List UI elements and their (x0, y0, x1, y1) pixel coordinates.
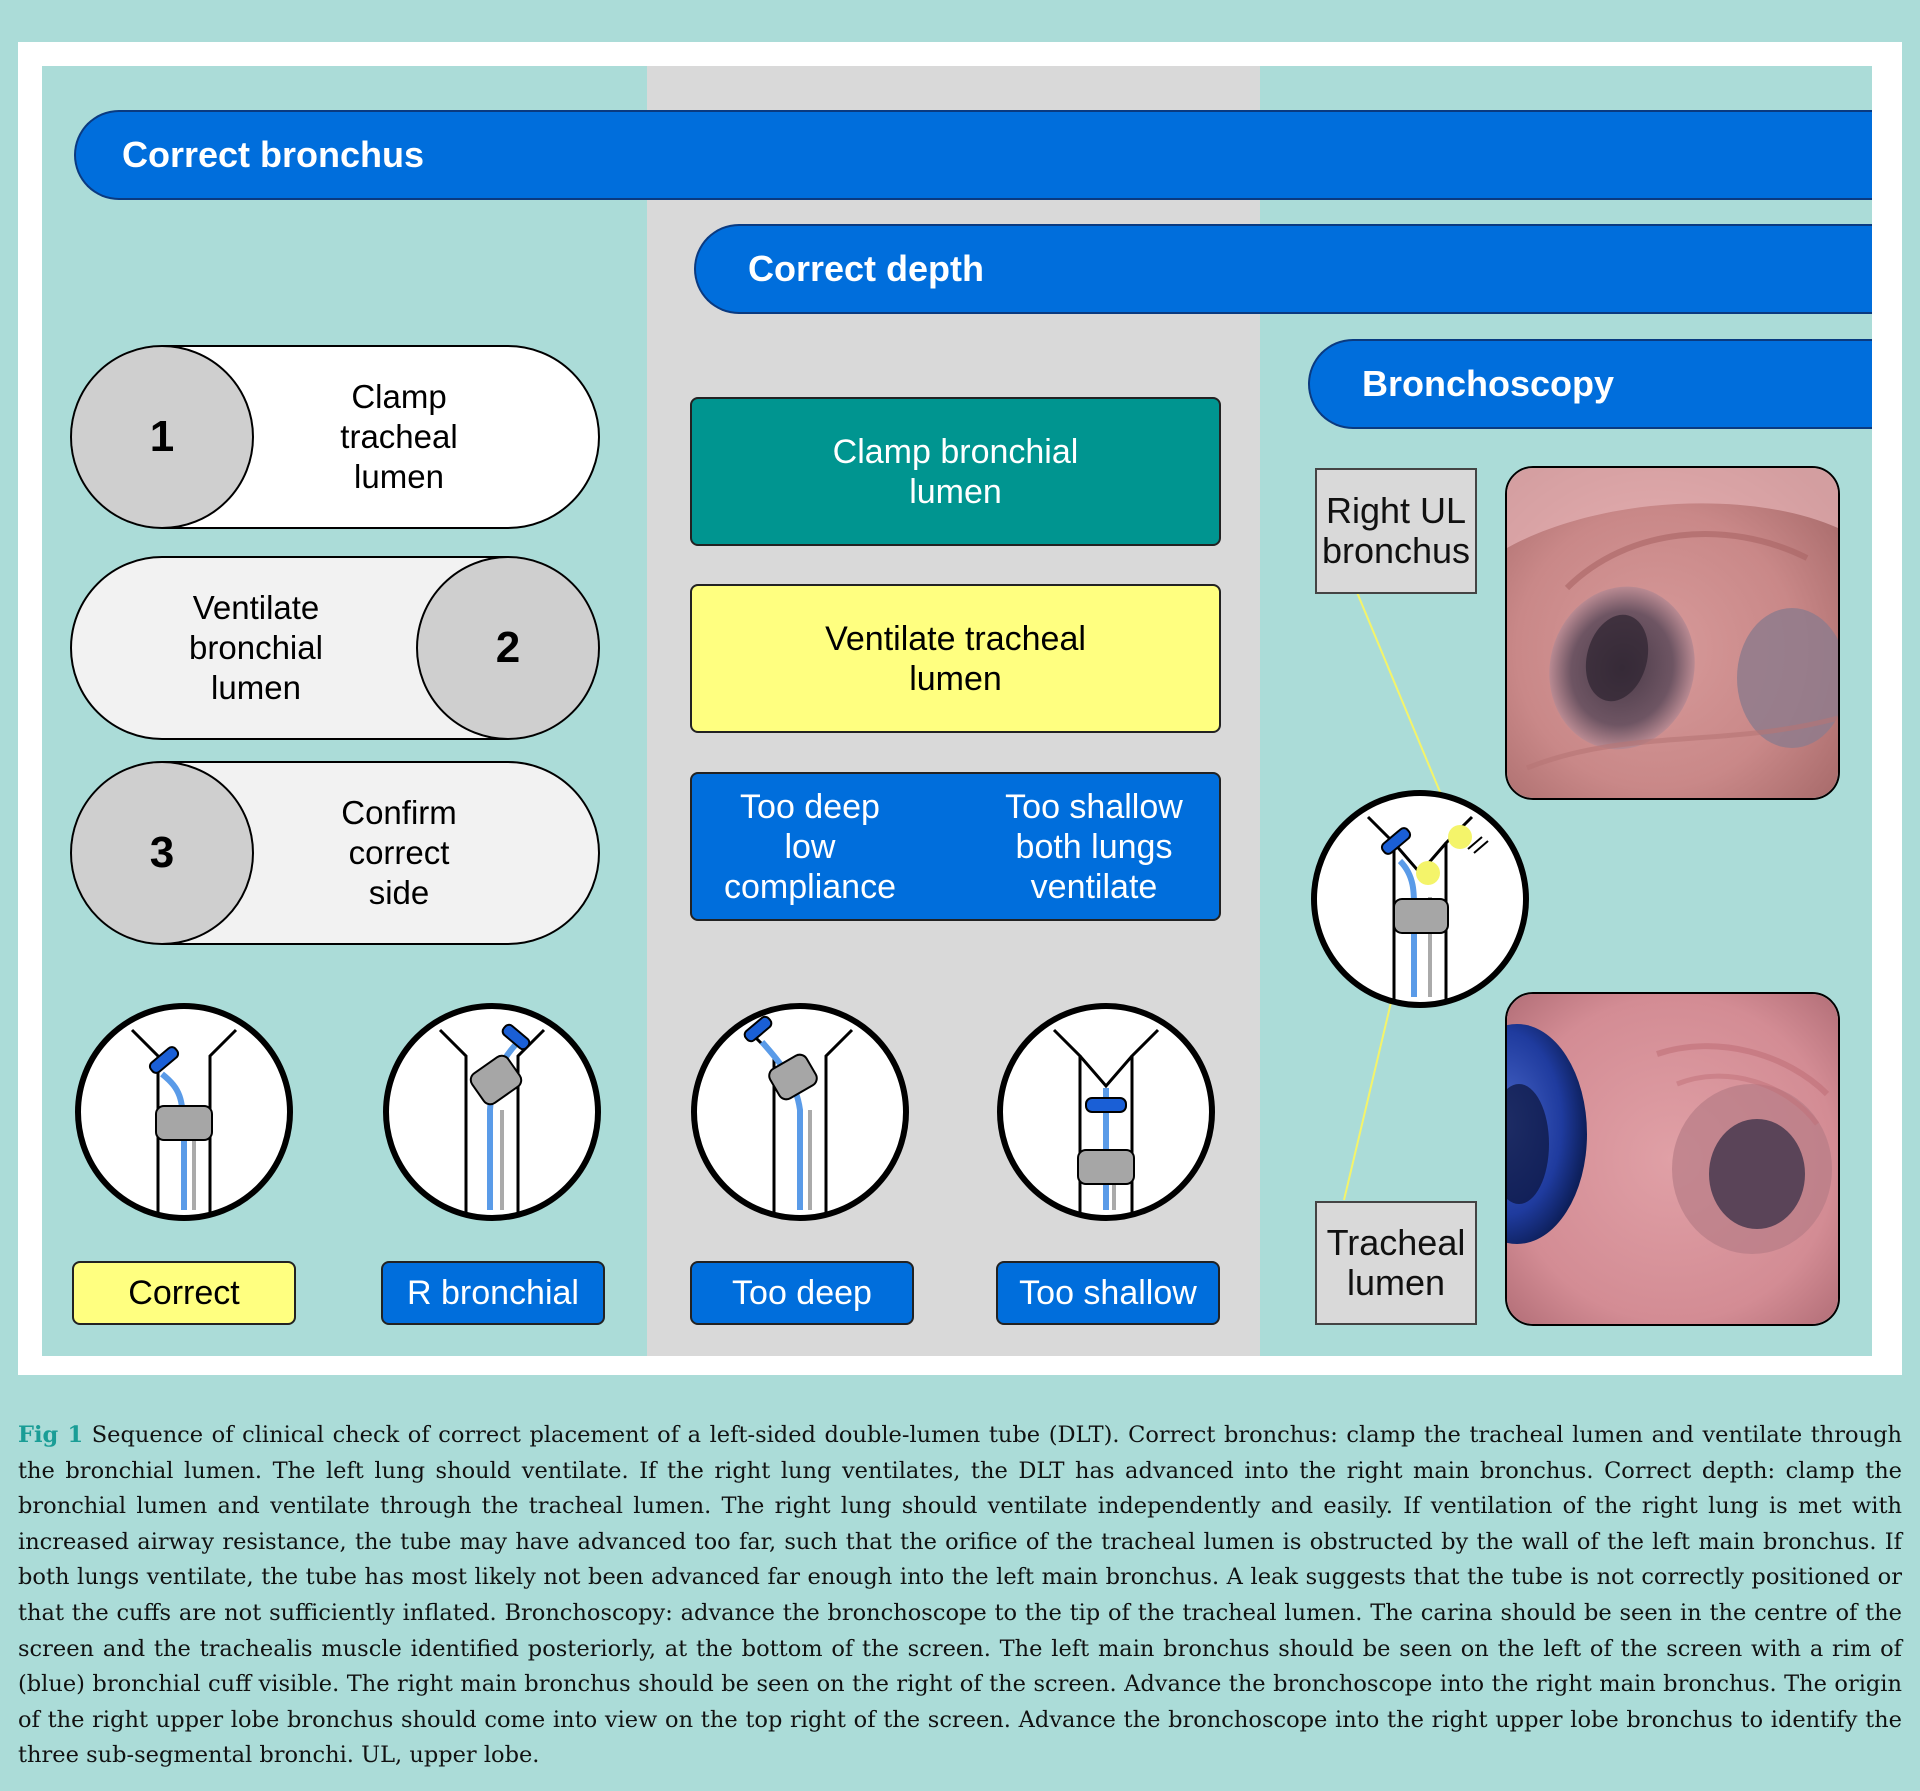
bronchoscope-photo-tracheal-lumen (1505, 992, 1840, 1326)
diagram-too-shallow (997, 1003, 1215, 1221)
banner-bronchoscopy: Bronchoscopy (1308, 339, 1872, 429)
tag-too-deep: Too deep (690, 1261, 914, 1325)
too-deep-outcome: Too deep low compliance (724, 787, 896, 906)
banner-correct-depth: Correct depth (694, 224, 1872, 314)
step-3-pill: 3 Confirm correct side (70, 761, 600, 945)
banner-correct-bronchus: Correct bronchus (74, 110, 1872, 200)
step-1-number: 1 (72, 347, 254, 527)
right-ul-bronchus-label: Right UL bronchus (1315, 468, 1477, 594)
banner-bronchoscopy-label: Bronchoscopy (1362, 363, 1615, 404)
step-2-text: Ventilate bronchial lumen (189, 589, 323, 706)
diagram-bronchoscopy-view (1311, 790, 1529, 1008)
figure-caption-text: Sequence of clinical check of correct pl… (18, 1422, 1902, 1769)
banner-correct-depth-label: Correct depth (748, 248, 985, 289)
depth-outcomes-box: Too deep low compliance Too shallow both… (690, 772, 1221, 921)
diagram-too-deep (691, 1003, 909, 1221)
too-shallow-outcome: Too shallow both lungs ventilate (1005, 787, 1183, 906)
diagram-r-bronchial (383, 1003, 601, 1221)
tag-correct: Correct (72, 1261, 296, 1325)
tag-r-bronchial: R bronchial (381, 1261, 605, 1325)
step-1-text: Clamp tracheal lumen (340, 378, 458, 495)
step-2-number: 2 (416, 558, 598, 738)
step-3-number: 3 (72, 763, 254, 943)
step-3-text: Confirm correct side (341, 794, 457, 911)
clamp-bronchial-box: Clamp bronchial lumen (690, 397, 1221, 546)
banner-correct-bronchus-label: Correct bronchus (122, 134, 425, 175)
tracheal-lumen-label: Tracheal lumen (1315, 1201, 1477, 1325)
ventilate-tracheal-box: Ventilate tracheal lumen (690, 584, 1221, 733)
diagram-correct (75, 1003, 293, 1221)
step-1-pill: 1 Clamp tracheal lumen (70, 345, 600, 529)
figure-label: Fig 1 (18, 1422, 84, 1448)
figure-caption: Fig 1 Sequence of clinical check of corr… (18, 1418, 1902, 1774)
tag-too-shallow: Too shallow (996, 1261, 1220, 1325)
bronchoscope-photo-right-ul (1505, 466, 1840, 800)
step-2-pill: Ventilate bronchial lumen 2 (70, 556, 600, 740)
